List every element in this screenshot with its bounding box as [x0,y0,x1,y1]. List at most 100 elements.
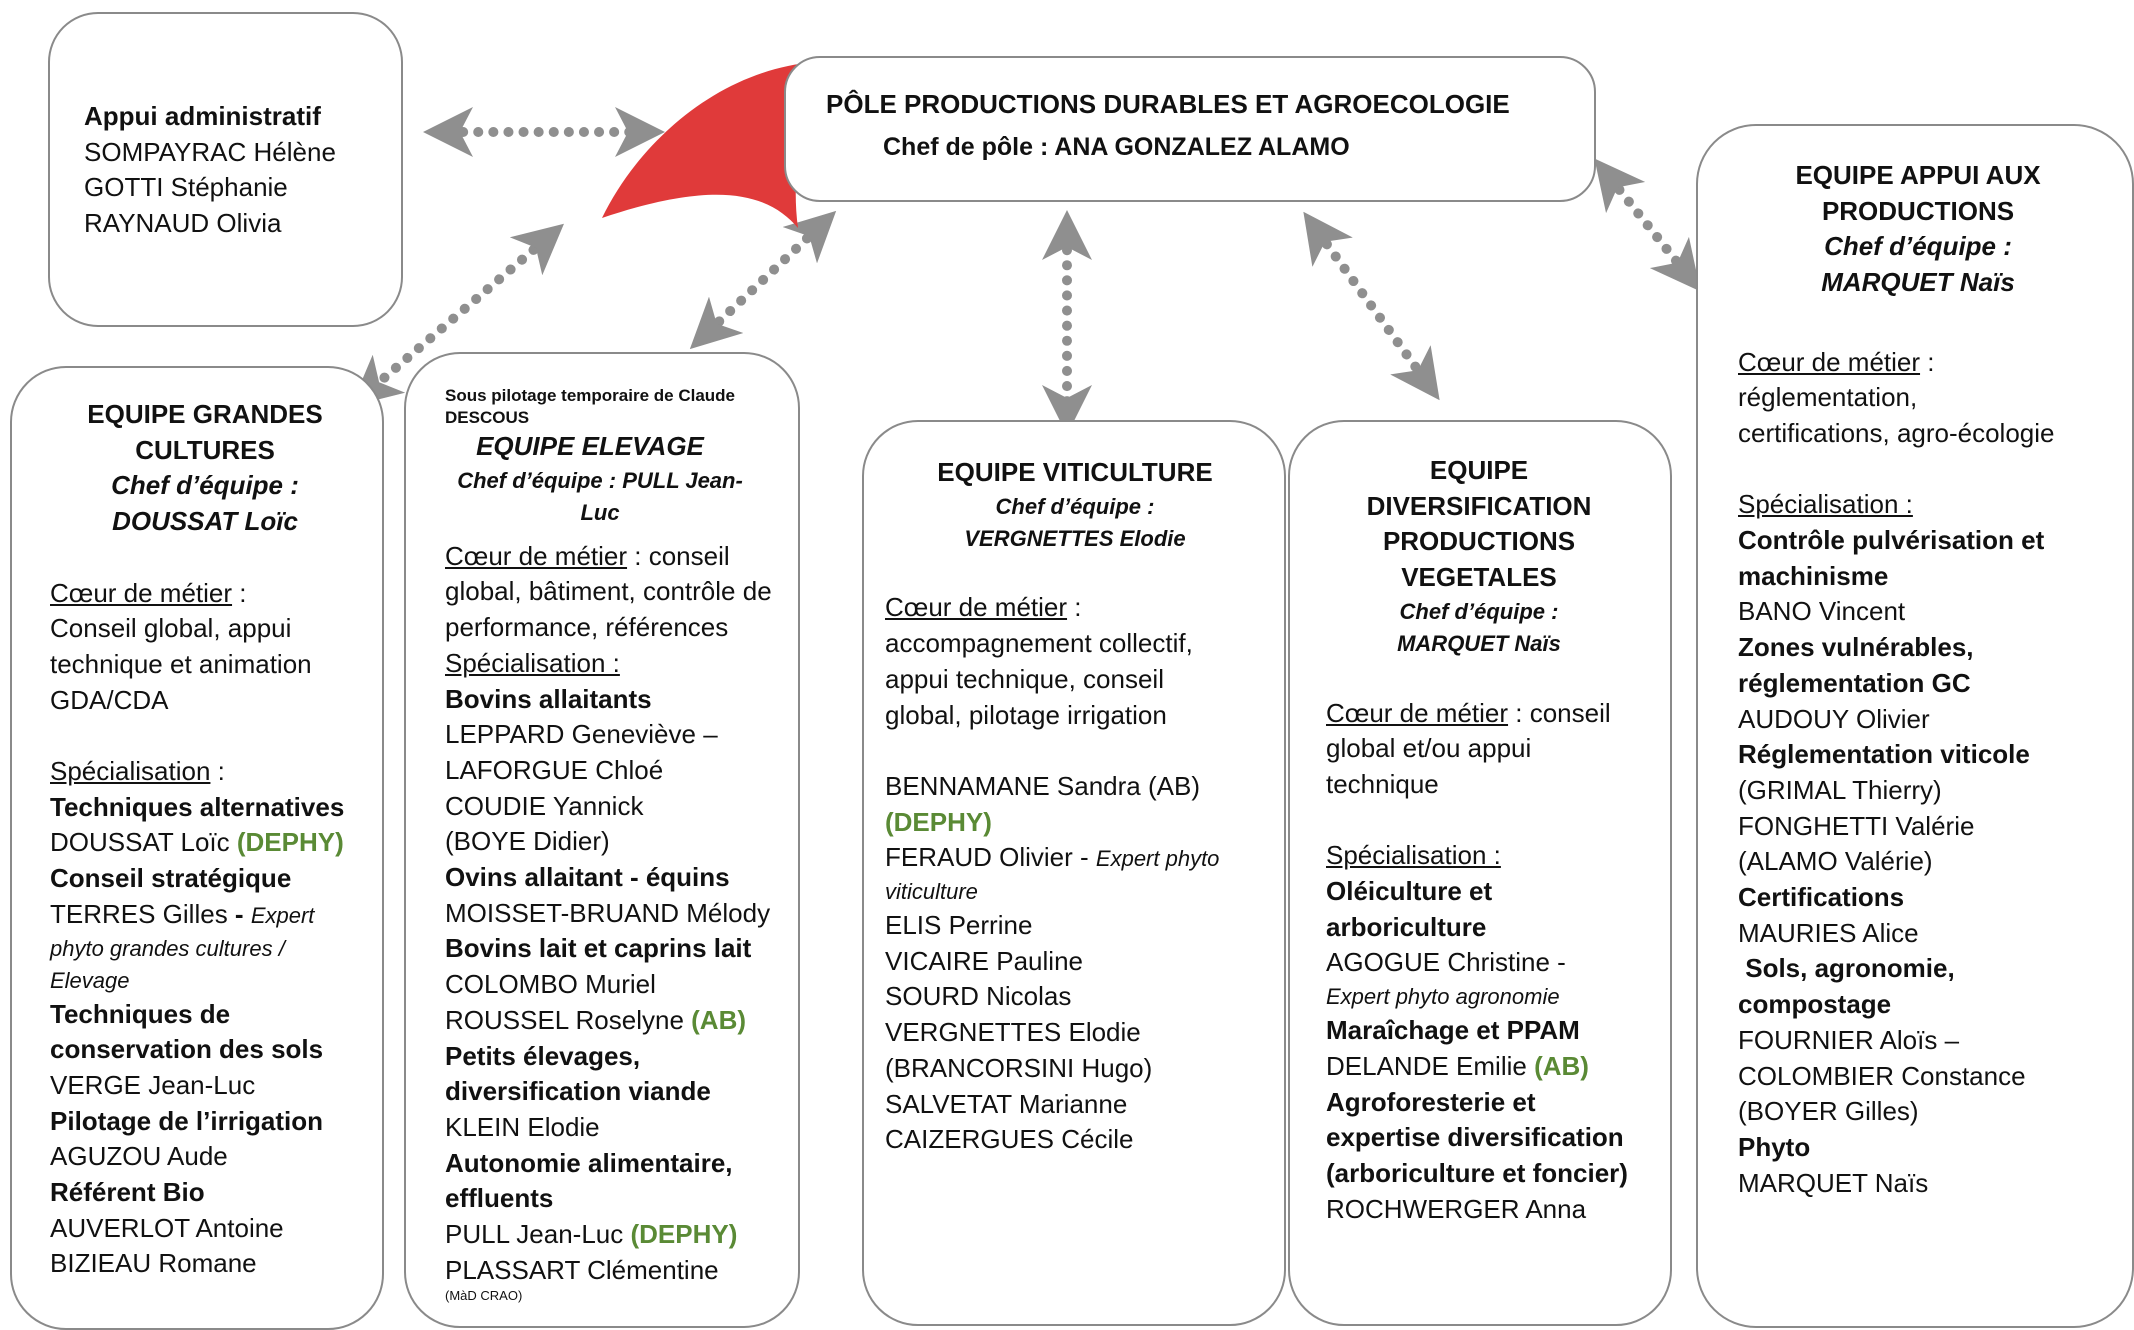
member: FERAUD Olivier - [885,842,1096,873]
team-chef: Chef d’équipe : [995,493,1155,519]
coeur-text: : conseil [1508,697,1611,728]
expert-note: Expert [250,902,315,928]
elevage-box [404,352,800,1328]
expert-note: Expert phyto [1095,846,1220,872]
member: COUDIE Yannick [445,790,644,821]
appui-box [1696,124,2134,1328]
ab-tag: (AB) [691,1004,747,1035]
member: AUVERLOT Antoine [50,1212,284,1243]
dephy-tag: (DEPHY) [630,1219,738,1250]
member: DELANDE Emilie [1326,1050,1535,1081]
spec-title: Techniques alternatives [50,791,345,822]
team-title: CULTURES [135,434,275,465]
grandes-cultures-content: EQUIPE GRANDES CULTURES Chef d’équipe : … [50,397,360,1282]
spec-label: Spécialisation : [1738,489,1913,520]
arrow-pole-appui [1594,158,1701,292]
viticulture-content: EQUIPE VITICULTURE Chef d’équipe : VERGN… [885,455,1265,1158]
member: PULL Jean-Luc [445,1219,631,1250]
member: BIZIEAU Romane [50,1248,257,1279]
member: AGOGUE Christine - [1326,947,1566,978]
member: AGUZOU Aude [50,1141,228,1172]
coeur-text: global et/ou appui [1326,733,1532,764]
spec-title: Maraîchage et PPAM [1326,1015,1580,1046]
team-chef: MARQUET Naïs [1397,630,1561,656]
admin-member: GOTTI Stéphanie [84,172,288,203]
member: MOISSET-BRUAND Mélody [445,897,771,928]
member: SALVETAT Marianne [885,1088,1128,1119]
team-title: DIVERSIFICATION [1366,490,1592,521]
pole-chef: Chef de pôle : ANA GONZALEZ ALAMO [883,133,1350,161]
admin-box [48,12,403,327]
spec-title: Référent Bio [50,1177,205,1208]
team-title: PRODUCTIONS [1382,526,1576,557]
arrow-pole-diversification [1303,211,1440,401]
coeur-text: global, pilotage irrigation [885,699,1167,730]
team-chef: MARQUET Naïs [1821,267,2015,298]
coeur-text: Conseil global, appui [50,613,292,644]
member: COLOMBIER Constance [1738,1060,2026,1091]
team-title: PRODUCTIONS [1821,195,2015,226]
team-chef: Chef d’équipe : PULL Jean-Luc [457,467,743,525]
member: LEPPARD Geneviève – [445,719,718,750]
member: BENNAMANE Sandra (AB) [885,770,1200,801]
dephy-tag: (DEPHY) [885,806,992,837]
spec-title: conservation des sols [50,1034,324,1065]
team-title: EQUIPE GRANDES [87,399,323,429]
spec-title: machinisme [1738,560,1889,591]
coeur-text: performance, références [445,612,729,643]
spec-title: expertise diversification [1326,1122,1624,1153]
member: ELIS Perrine [885,910,1033,941]
member: COLOMBO Muriel [445,969,656,1000]
spec-title: Bovins lait et caprins lait [445,933,752,964]
diversification-content: EQUIPE DIVERSIFICATION PRODUCTIONS VEGET… [1326,453,1666,1227]
coeur-text: global, bâtiment, contrôle de [445,576,772,607]
appui-content: EQUIPE APPUI AUX PRODUCTIONS Chef d’équi… [1738,158,2118,1201]
separator: - [234,898,251,929]
member: DOUSSAT Loïc [50,827,237,858]
coeur-text: GDA/CDA [50,684,169,715]
member: (ALAMO Valérie) [1738,846,1933,877]
spec-title: Oléiculture et [1326,876,1493,907]
member: BANO Vincent [1738,596,1906,627]
spec-title: compostage [1738,989,1892,1020]
team-chef: DOUSSAT Loïc [112,506,298,537]
expert-note: viticulture [885,879,978,905]
member: PLASSART Clémentine [445,1254,719,1285]
team-chef: Chef d’équipe : [1824,231,2012,262]
member: MARQUET Naïs [1738,1167,1929,1198]
member: (BOYE Didier) [445,826,610,857]
member: VERGE Jean-Luc [50,1069,256,1100]
team-title: EQUIPE ELEVAGE [476,431,704,461]
spec-title: effluents [445,1183,554,1214]
team-title: EQUIPE [1429,455,1529,485]
team-title: EQUIPE APPUI AUX [1795,160,2041,190]
admin-member: SOMPAYRAC Hélène [84,136,336,167]
member: FOURNIER Aloïs – [1738,1024,1960,1055]
coeur-text: accompagnement collectif, [885,628,1193,659]
ab-tag: (AB) [1534,1050,1589,1081]
member: VERGNETTES Elodie [885,1017,1141,1048]
expert-note: Expert phyto agronomie [1326,984,1560,1010]
spec-label: Spécialisation : [445,647,620,678]
spec-title: Sols, agronomie, [1738,953,1955,984]
spec-title: Phyto [1738,1131,1811,1162]
spec-label: Spécialisation [50,756,211,787]
spec-title: Certifications [1738,882,1905,913]
diversification-box [1288,420,1672,1326]
spec-title: Techniques de [50,998,231,1029]
coeur-text: : conseil [627,540,730,571]
team-chef: VERGNETTES Elodie [964,525,1186,551]
dephy-tag: (DEPHY) [236,827,344,858]
team-title: EQUIPE VITICULTURE [937,457,1213,487]
member: TERRES Gilles [50,898,235,929]
coeur-text: : [1067,592,1082,623]
arrow-pole-grandes-cultures [351,223,564,407]
pilotage-note: DESCOUS [445,408,530,427]
member: CAIZERGUES Cécile [885,1124,1134,1155]
coeur-text: appui technique, conseil [885,663,1164,694]
spec-title: Pilotage de l’irrigation [50,1105,324,1136]
spec-title: Contrôle pulvérisation et [1738,525,2045,556]
coeur-label: Cœur de métier [50,577,233,608]
spec-title: Bovins allaitants [445,683,652,714]
